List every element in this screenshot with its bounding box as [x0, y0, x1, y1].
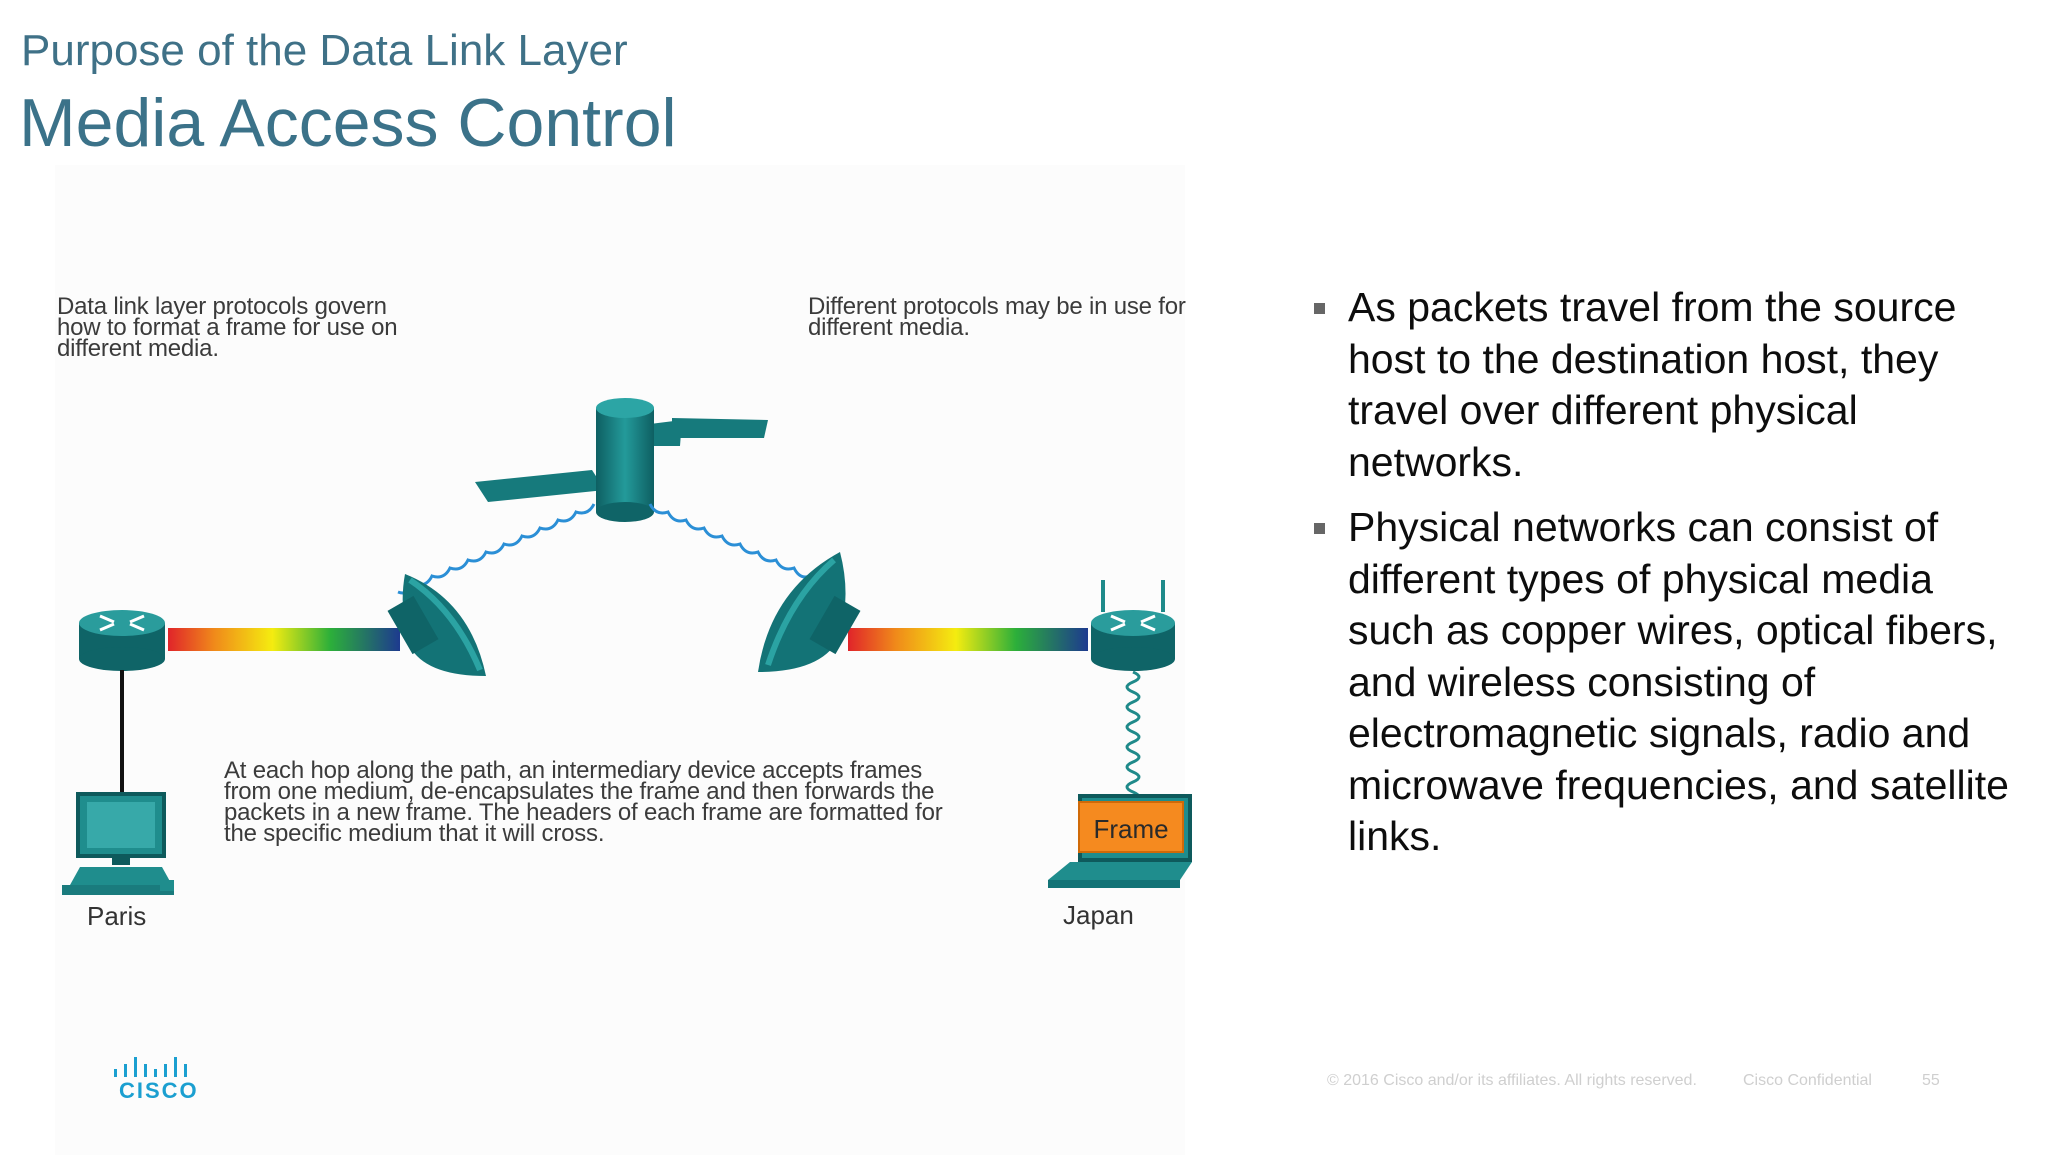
computer-paris-icon — [62, 792, 174, 895]
satellite-dish-left-icon — [387, 574, 486, 676]
slide-subtitle: Purpose of the Data Link Layer — [21, 26, 628, 75]
media-link-left — [168, 628, 400, 651]
media-link-right — [848, 628, 1088, 651]
bullet-list: As packets travel from the source host t… — [1310, 282, 2010, 877]
wireless-wave-down — [1125, 670, 1141, 814]
host-label-japan: Japan — [1063, 900, 1134, 930]
footer-confidential: Cisco Confidential — [1743, 1072, 1872, 1089]
cisco-logo-icon — [114, 1057, 187, 1077]
caption-line: different media. — [57, 335, 219, 362]
square-bullet-icon — [1314, 303, 1325, 314]
frame-label: Frame — [1078, 801, 1184, 853]
caption-line: the specific medium that it will cross. — [224, 820, 605, 847]
wireless-wave-left — [397, 503, 596, 595]
caption-line: Different protocols may be in use for — [808, 293, 1186, 320]
diagram-panel — [55, 165, 1185, 1155]
wireless-wave-right — [648, 503, 811, 579]
caption-top-right: Different protocols may be in use for di… — [808, 293, 1248, 341]
caption-line: how to format a frame for use on — [57, 314, 398, 341]
host-label-paris: Paris — [87, 901, 147, 931]
caption-line: from one medium, de-encapsulates the fra… — [224, 778, 935, 805]
slide-title: Media Access Control — [19, 85, 677, 161]
bullet-item: Physical networks can consist of differe… — [1310, 502, 2010, 863]
caption-top-left: Data link layer protocols govern how to … — [57, 293, 477, 362]
router-left-icon — [79, 610, 165, 671]
cisco-logo-text: CISCO — [119, 1078, 199, 1103]
caption-line: Data link layer protocols govern — [57, 293, 387, 320]
caption-line: different media. — [808, 314, 970, 341]
page-number: 55 — [1922, 1072, 1940, 1089]
caption-line: At each hop along the path, an intermedi… — [224, 757, 923, 784]
bullet-item: As packets travel from the source host t… — [1310, 282, 2010, 488]
bullet-text: As packets travel from the source host t… — [1348, 284, 1957, 485]
satellite-dish-right-icon — [758, 552, 861, 672]
caption-line: packets in a new frame. The headers of e… — [224, 799, 943, 826]
square-bullet-icon — [1314, 523, 1325, 534]
caption-bottom: At each hop along the path, an intermedi… — [224, 757, 1034, 847]
wireless-router-right-icon — [1091, 580, 1175, 671]
satellite-icon — [475, 398, 768, 522]
footer-copyright: © 2016 Cisco and/or its affiliates. All … — [1327, 1072, 1697, 1089]
bullet-text: Physical networks can consist of differe… — [1348, 504, 2009, 859]
